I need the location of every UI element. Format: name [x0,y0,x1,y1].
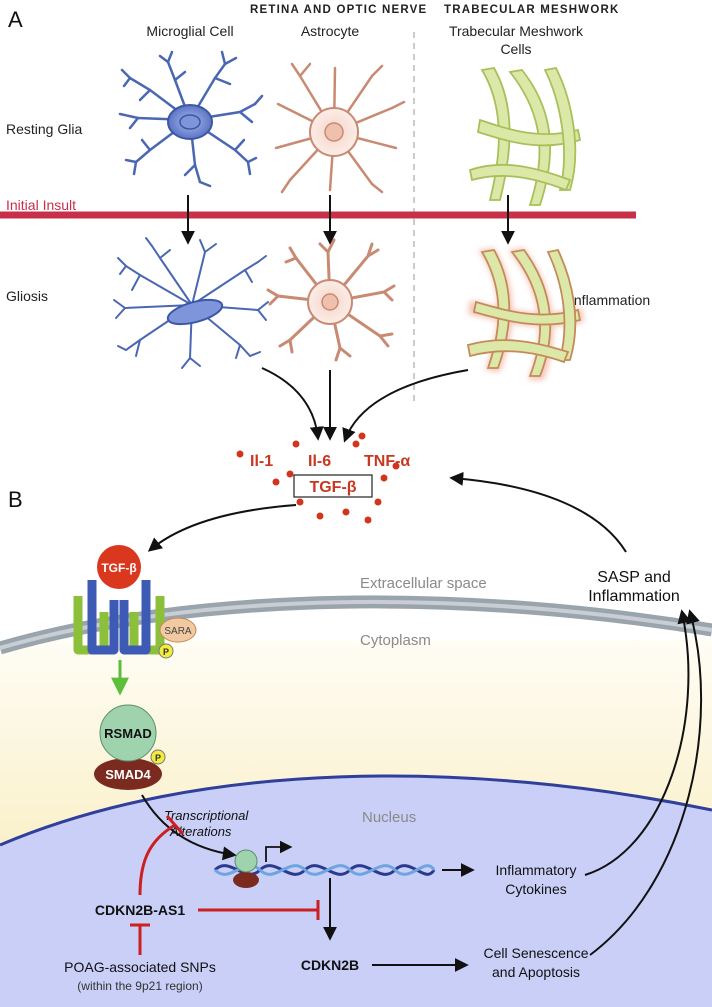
inflammatory-line-1: Inflammatory [496,862,577,878]
inflammatory-line-2: Cytokines [505,881,566,897]
senescence-line-2: and Apoptosis [492,964,580,980]
rsmad-protein [99,704,157,762]
sara-label: SARA [164,626,192,637]
nuclear-membrane [0,774,712,847]
rsmad-phospho-icon [150,749,166,765]
tgf-beta-receptor-icon [73,545,165,655]
resting-trabecular-cells-icon [468,66,582,206]
transcriptional-line-1: Transcriptional [164,808,249,823]
header-retina-optic-nerve: RETINA AND OPTIC NERVE [250,4,427,16]
receptor-ligand-label: TGF-β [101,561,136,575]
label-extracellular-space: Extracellular space [360,575,487,592]
rsmad-phospho-label: P [155,753,161,763]
cdkn2b-as1-label: CDKN2B-AS1 [95,902,185,918]
progression-arrows [181,195,515,443]
sasp-line-2: Inflammation [588,588,680,605]
row-gliosis: Gliosis [6,288,48,304]
label-cytoplasm: Cytoplasm [360,632,431,649]
resting-microglia-icon [118,50,264,188]
row-inflammation: Inflammation [570,292,650,308]
sara-protein [159,617,197,643]
cytokine-il1: Il-1 [250,453,273,470]
inflamed-trabecular-cells-icon [466,248,584,380]
column-trabecular-line-2: Cells [500,41,531,57]
cytokine-il6: Il-6 [308,453,331,470]
column-microglial-cell: Microglial Cell [146,23,233,39]
row-resting-glia: Resting Glia [6,121,82,137]
inhibition-lines [130,815,320,955]
transcription-arrow [141,794,237,861]
sasp-line-1: SASP and [597,569,671,586]
dna-bound-smad4-icon [233,872,259,888]
smad4-protein [94,758,162,790]
column-astrocyte: Astrocyte [301,23,360,39]
transcription-start-arrow [265,840,293,862]
panel-a-label: A [8,7,23,32]
transcriptional-line-2: Alterations [169,824,232,839]
cytokine-dots [236,432,400,524]
row-initial-insult: Initial Insult [6,197,76,213]
column-trabecular-line-1: Trabecular Meshwork [449,23,584,39]
cdkn2b-label: CDKN2B [301,957,359,973]
receptor-phospho-label: P [163,647,169,657]
cytokine-tnf-alpha: TNF-α [364,453,410,470]
snps-line-1: POAG-associated SNPs [64,959,216,975]
dna-helix-icon [213,864,436,876]
header-trabecular-meshwork: TRABECULAR MESHWORK [444,4,619,16]
panel-b-label: B [8,487,23,512]
resting-astrocyte-icon [274,62,406,194]
receptor-phospho-icon [158,643,174,659]
senescence-line-1: Cell Senescence [483,945,588,961]
gliosis-astrocyte-icon [266,238,396,362]
cytokine-tgf-beta: TGF-β [309,479,356,496]
dna-bound-rsmad-icon [234,849,258,873]
smad4-label: SMAD4 [105,767,151,782]
label-nucleus: Nucleus [362,809,416,826]
rsmad-label: RSMAD [104,726,152,741]
snps-line-2: (within the 9p21 region) [77,979,202,993]
cytokine-cluster: Il-1 Il-6 TNF-α TGF-β [236,432,410,524]
feedback-arrows [147,471,703,956]
tgf-beta-box [293,474,373,498]
gliosis-microglia-icon [113,237,269,369]
